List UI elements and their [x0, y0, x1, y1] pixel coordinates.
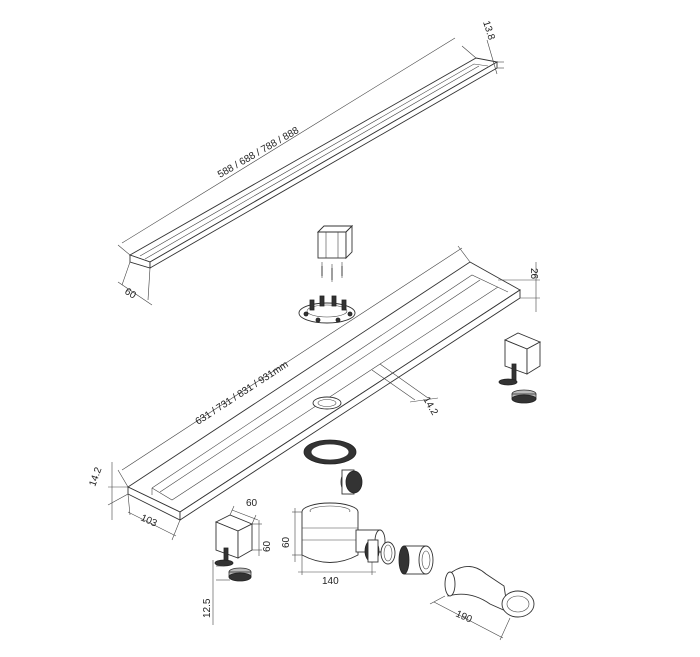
grate-length-dimension: 588 / 688 / 788 / 888	[117, 37, 477, 256]
sealing-gasket	[303, 439, 357, 465]
trap-height-dimension: 60	[281, 508, 302, 562]
bracket-height-label: 60	[262, 540, 273, 552]
o-ring	[380, 541, 396, 565]
channel-end-label: 14.2	[87, 466, 104, 488]
grate-height-label: 13.8	[480, 20, 497, 42]
foot-height-dimension: 12.5	[202, 560, 230, 625]
bracket-height-dimension: 60	[252, 520, 273, 556]
levelling-ring	[298, 295, 356, 324]
adjustment-adapter	[316, 224, 354, 282]
trap-width-label: 140	[322, 576, 339, 587]
channel-length-dimension: 631 / 731 / 831 / 931mm	[117, 245, 471, 488]
channel-width-label: 103	[139, 513, 159, 530]
union-nut	[340, 469, 363, 495]
foot-height-label: 12.5	[202, 598, 213, 618]
grate-width-label: 60	[122, 286, 138, 301]
grate-width-dimension: 60	[117, 261, 153, 306]
bracket-width-label: 60	[246, 498, 258, 509]
outlet-elbow	[444, 566, 535, 618]
compression-nut	[398, 545, 434, 575]
mounting-bracket-left	[214, 514, 254, 582]
threaded-connector	[364, 539, 380, 563]
grate-cover	[128, 57, 499, 269]
bracket-width-dimension: 60	[229, 498, 259, 525]
channel-height-label: 26	[528, 268, 539, 280]
mounting-bracket-right	[498, 332, 542, 404]
elbow-length-label: 190	[454, 609, 474, 626]
channel-height-dimension: 26	[498, 262, 540, 312]
screw-set	[321, 266, 343, 280]
channel-end-dimension: 14.2	[87, 462, 129, 520]
trap-height-label: 60	[281, 536, 292, 548]
drain-channel	[127, 261, 521, 521]
